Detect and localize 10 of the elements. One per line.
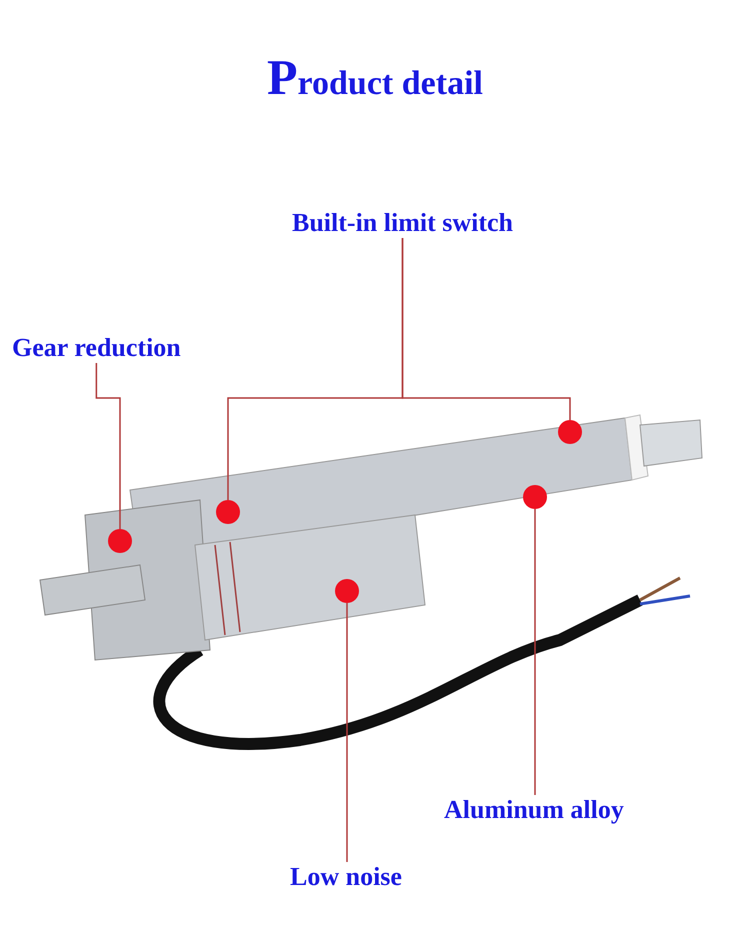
leader-line	[96, 363, 121, 529]
leader-line	[534, 509, 536, 795]
callout-label: Built-in limit switch	[292, 208, 514, 238]
callout-label: Low noise	[290, 862, 402, 892]
callout-label: Aluminum alloy	[444, 795, 624, 825]
leader-line	[402, 238, 571, 420]
title: Product detail	[266, 48, 484, 106]
callout-dot	[558, 420, 582, 444]
callout-dot	[523, 485, 547, 509]
callout-label: Gear reduction	[12, 333, 181, 363]
